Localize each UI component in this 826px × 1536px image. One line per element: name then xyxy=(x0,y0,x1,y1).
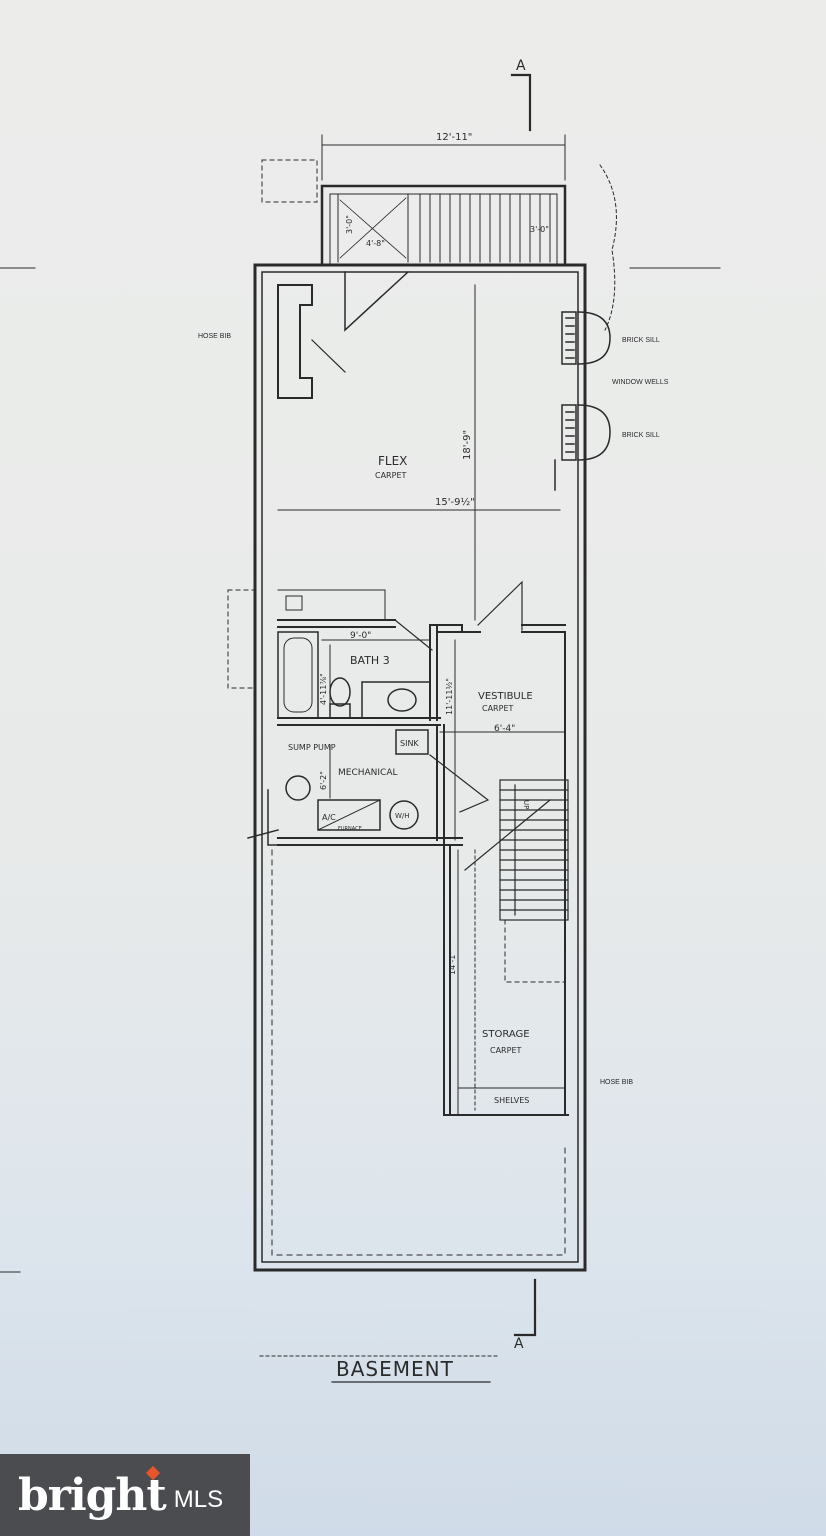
logo-suffix: MLS xyxy=(173,1486,224,1513)
window-well-1 xyxy=(561,311,611,365)
flex-finish: CARPET xyxy=(375,471,406,480)
window-well-2 xyxy=(561,404,611,461)
water-heater-label: W/H xyxy=(395,812,410,820)
inner-wall xyxy=(261,271,579,1263)
section-marker-bottom: A xyxy=(514,1336,524,1352)
section-marker-top: A xyxy=(516,58,526,74)
storage-label: STORAGE xyxy=(482,1029,530,1040)
bright-mls-logo: bright MLS xyxy=(0,1454,250,1536)
logo-brand: bright xyxy=(18,1469,167,1521)
chase xyxy=(277,284,313,399)
brick-sill-2: BRICK SILL xyxy=(622,432,660,439)
sump-pump-label: SUMP PUMP xyxy=(288,743,336,752)
flex-dim-vertical: 18'-9" xyxy=(462,430,473,460)
brick-sill-1: BRICK SILL xyxy=(622,337,660,344)
shelves-label: SHELVES xyxy=(494,1096,529,1105)
areaway-stair xyxy=(419,193,551,263)
areaway-height-dim: 3'-0" xyxy=(345,215,354,234)
top-width-dim: 12'-11" xyxy=(436,132,472,143)
furnace-label: FURNACE xyxy=(338,826,362,832)
vestibule-label: VESTIBULE xyxy=(478,691,533,702)
stair-dim: 3'-0" xyxy=(530,225,549,234)
vestibule-dim-height: 11'-11½" xyxy=(445,678,454,715)
vestibule-dim-width: 6'-4" xyxy=(494,724,515,734)
storage-finish: CARPET xyxy=(490,1046,521,1055)
outer-wall xyxy=(253,263,587,1272)
basement-stair xyxy=(464,779,569,921)
hose-bib-left: HOSE BIB xyxy=(198,333,231,340)
areaway-wall xyxy=(320,184,567,267)
flex-dim-horizontal: 15'-9½" xyxy=(435,496,475,508)
mechanical-label: MECHANICAL xyxy=(338,768,398,778)
bath-label: BATH 3 xyxy=(350,654,390,667)
hose-bib-right: HOSE BIB xyxy=(600,1079,633,1086)
plan-title: BASEMENT xyxy=(336,1357,454,1381)
water-heater xyxy=(389,800,419,830)
vestibule-finish: CARPET xyxy=(482,704,513,713)
sump-pump xyxy=(285,775,311,801)
flex-label: FLEX xyxy=(378,454,407,468)
window-wells-label: WINDOW WELLS xyxy=(612,379,669,386)
sink-label: SINK xyxy=(400,739,419,748)
storage-dim: 14'-1" xyxy=(448,951,457,975)
mechanical-dim: 6'-2" xyxy=(319,771,328,790)
stair-up-label: UP xyxy=(522,800,530,809)
areaway-width-dim: 4'-8" xyxy=(366,239,385,248)
bath-wall xyxy=(277,619,396,628)
bath-dim-height: 4'-11⅞" xyxy=(319,673,328,705)
bath-dim-width: 9'-0" xyxy=(350,631,371,641)
furnace xyxy=(317,799,381,831)
ac-label: A/C xyxy=(322,813,336,822)
